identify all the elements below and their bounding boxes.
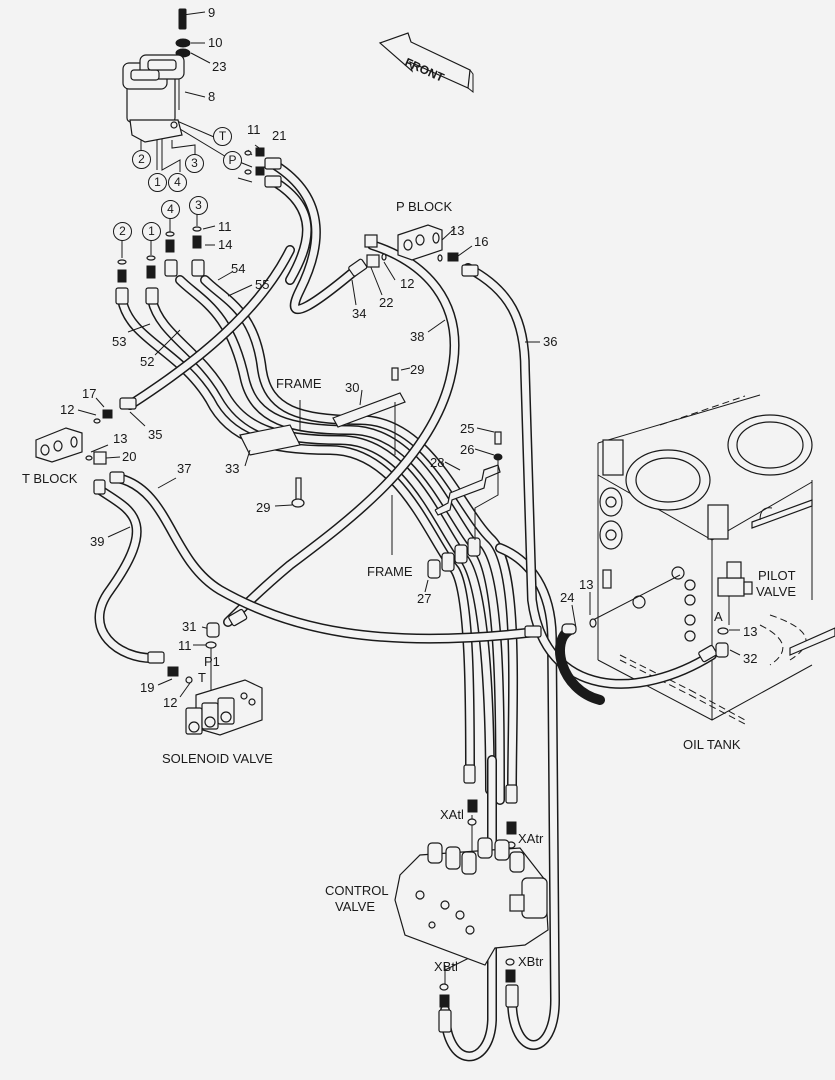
port-label-XBtl: XBtl — [434, 959, 458, 974]
callout-14: 14 — [218, 237, 233, 252]
port-circle-T: T — [213, 127, 232, 146]
pilot-lever-block — [122, 54, 185, 143]
oil-tank-label: OIL TANK — [683, 737, 741, 752]
t-block-label: T BLOCK — [22, 471, 78, 486]
callout-13-pilot: 13 — [743, 624, 758, 639]
callout-13-p: 13 — [450, 223, 465, 238]
callout-29-a: 29 — [410, 362, 425, 377]
callout-17: 17 — [82, 386, 97, 401]
callout-21: 21 — [272, 128, 287, 143]
callout-8: 8 — [208, 89, 216, 104]
port-label-XBtr: XBtr — [518, 954, 544, 969]
port-label-A: A — [714, 609, 723, 624]
callout-13-t: 13 — [113, 431, 128, 446]
callout-29-b: 29 — [256, 500, 271, 515]
callout-36: 36 — [543, 334, 558, 349]
callout-20: 20 — [122, 449, 137, 464]
callout-24: 24 — [560, 590, 575, 605]
port-circle-P: P — [223, 151, 242, 170]
pilot-valve-label-2: VALVE — [756, 584, 796, 599]
port-circle-1-top: 1 — [148, 173, 167, 192]
port-circle-4-top: 4 — [168, 173, 187, 192]
solenoid-valve — [185, 679, 263, 736]
callout-11-sol: 11 — [178, 638, 192, 653]
callout-31: 31 — [182, 619, 197, 634]
callout-13-tank: 13 — [579, 577, 594, 592]
callout-55: 55 — [255, 277, 270, 292]
callout-32: 32 — [743, 651, 758, 666]
callout-35: 35 — [148, 427, 163, 442]
callout-12-sol: 12 — [163, 695, 178, 710]
callout-33: 33 — [225, 461, 240, 476]
callout-27: 27 — [417, 591, 432, 606]
callout-22: 22 — [379, 295, 394, 310]
port-circle-1: 1 — [142, 222, 161, 241]
port-circle-3: 3 — [189, 196, 208, 215]
clamps — [239, 367, 503, 579]
callout-16: 16 — [474, 234, 489, 249]
callout-25: 25 — [460, 421, 475, 436]
port-circle-4: 4 — [161, 200, 180, 219]
port-label-XAtr: XAtr — [518, 831, 544, 846]
pilot-valve-label-1: PILOT — [758, 568, 796, 583]
callout-11-mid: 11 — [218, 219, 232, 234]
p-block-label: P BLOCK — [396, 199, 453, 214]
port-label-P1: P1 — [204, 654, 220, 669]
callout-23: 23 — [212, 59, 227, 74]
hose-bundle — [94, 160, 717, 1062]
control-valve-label-1: CONTROL — [325, 883, 389, 898]
control-valve-label-2: VALVE — [335, 899, 375, 914]
callout-54: 54 — [231, 261, 246, 276]
callout-9: 9 — [208, 5, 216, 20]
port-circle-3-top: 3 — [185, 154, 204, 173]
callout-28: 28 — [430, 455, 445, 470]
port-circle-2-top: 2 — [132, 150, 151, 169]
control-valve — [394, 837, 549, 966]
callout-37: 37 — [177, 461, 192, 476]
callout-30: 30 — [345, 380, 360, 395]
callout-53: 53 — [112, 334, 127, 349]
port-label-T-solenoid: T — [198, 670, 206, 685]
solenoid-valve-label: SOLENOID VALVE — [162, 751, 273, 766]
oil-tank-drawing — [597, 394, 835, 725]
callout-38: 38 — [410, 329, 425, 344]
callout-34: 34 — [352, 306, 367, 321]
callout-12-t: 12 — [60, 402, 75, 417]
callout-39: 39 — [90, 534, 105, 549]
p-block — [397, 224, 443, 261]
port-circle-2: 2 — [113, 222, 132, 241]
callout-12-p: 12 — [400, 276, 415, 291]
frame-label-bottom: FRAME — [367, 564, 413, 579]
callout-19: 19 — [140, 680, 155, 695]
front-direction-arrow — [378, 32, 474, 94]
callout-11-top: 11 — [247, 122, 261, 137]
fittings — [85, 8, 729, 1008]
port-label-XAtl: XAtl — [440, 807, 464, 822]
callout-52: 52 — [140, 354, 155, 369]
hose-fittings — [93, 157, 718, 1033]
callout-10: 10 — [208, 35, 223, 50]
t-block — [35, 427, 83, 463]
frame-label-top: FRAME — [276, 376, 322, 391]
callout-26: 26 — [460, 442, 475, 457]
